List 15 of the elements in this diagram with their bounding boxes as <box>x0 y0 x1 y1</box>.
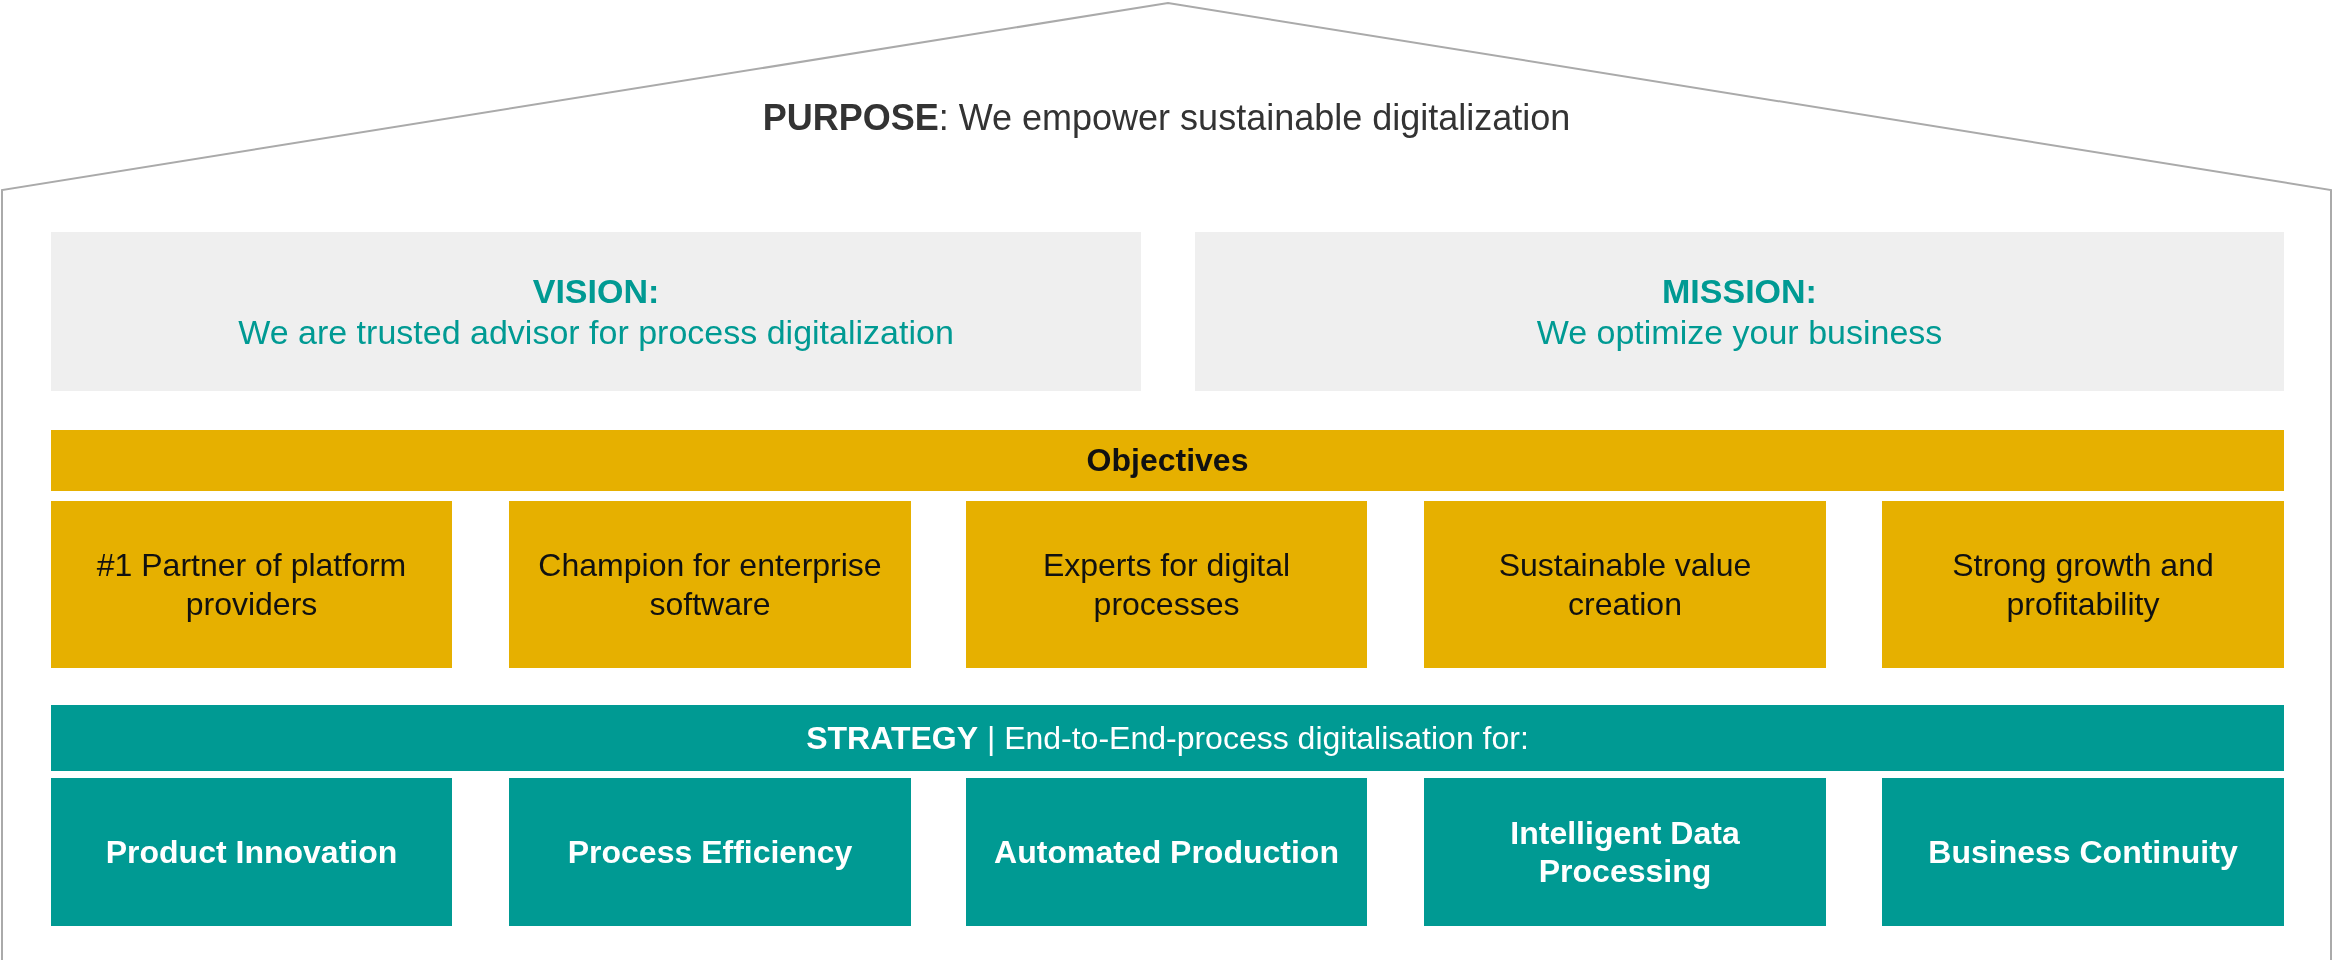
objectives-header-bar: Objectives <box>51 430 2284 491</box>
statement-panel: MISSION: We optimize your business <box>1195 232 2284 391</box>
purpose-statement: PURPOSE: We empower sustainable digitalization <box>761 96 1572 140</box>
strategy-pillar-box: Business Continuity <box>1882 778 2284 926</box>
objective-box: Sustainable value creation <box>1424 501 1826 668</box>
strategy-pillar-box: Process Efficiency <box>509 778 911 926</box>
objective-box: #1 Partner of platform providers <box>51 501 452 668</box>
objective-box: Champion for enterprise software <box>509 501 911 668</box>
strategy-header-bar: STRATEGY | End-to-End-process digitalisation for: <box>51 705 2284 771</box>
statement-panel: VISION: We are trusted advisor for process digitalization <box>51 232 1141 391</box>
objective-box: Strong growth and profitability <box>1882 501 2284 668</box>
objective-box: Experts for digital processes <box>966 501 1367 668</box>
strategy-pillar-box: Automated Production <box>966 778 1367 926</box>
strategy-pillar-box: Intelligent Data Processing <box>1424 778 1826 926</box>
strategy-pillar-box: Product Innovation <box>51 778 452 926</box>
